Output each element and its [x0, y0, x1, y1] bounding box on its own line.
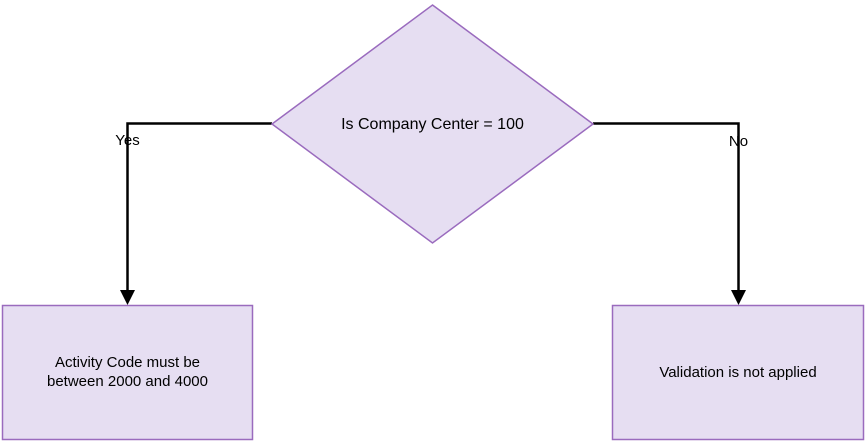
- yes-arrowhead-icon: [120, 290, 135, 305]
- no-outcome-box: Validation is not applied: [612, 305, 864, 439]
- yes-outcome-box-shape: [1, 304, 254, 441]
- yes-outcome-label: Activity Code must be between 2000 and 4…: [47, 354, 208, 390]
- no-outcome-box-shape: [611, 304, 865, 441]
- decision-diamond-shape: [270, 4, 595, 244]
- decision-node-label: Is Company Center = 100: [341, 115, 524, 133]
- no-outcome-label: Validation is not applied: [659, 363, 817, 381]
- yes-outcome-box: Activity Code must be between 2000 and 4…: [2, 305, 253, 439]
- yes-connector-line: [126, 122, 272, 292]
- yes-branch-label: Yes: [115, 132, 140, 149]
- no-branch-label: No: [728, 133, 749, 150]
- no-arrowhead-icon: [731, 290, 746, 305]
- no-connector-line: [593, 122, 740, 292]
